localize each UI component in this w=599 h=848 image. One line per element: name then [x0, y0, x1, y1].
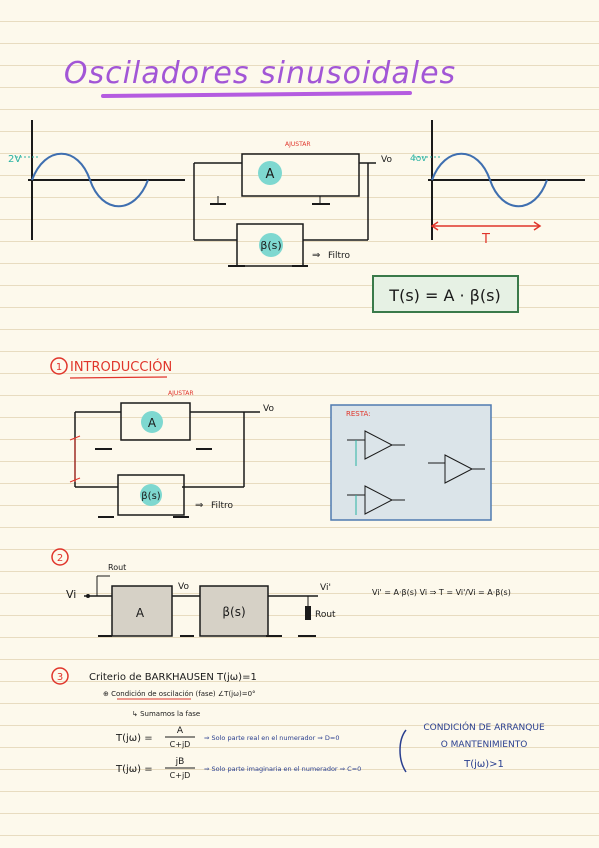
- top-block-beta: [236, 223, 304, 267]
- s2-block-a-label: A: [136, 606, 145, 620]
- s3-sumamos-line: ↳ Sumamos la fase: [132, 710, 200, 718]
- s2-equation: Vi' = A·β(s) Vi ⇒ T = Vi'/Vi = A·β(s): [372, 588, 511, 597]
- section1-heading-text: INTRODUCCIÓN: [70, 359, 172, 375]
- s3-side-line1: CONDICIÓN DE ARRANQUE: [423, 721, 545, 733]
- s2-block-a: [111, 585, 173, 637]
- period-label: T: [481, 232, 490, 247]
- left-wave-label: 2V: [8, 154, 21, 165]
- s1-block-a-label: A: [148, 416, 157, 430]
- section2: 2 Vi Rout A Vo β(s) Vi' Rout Vi' = A·β(s…: [51, 548, 511, 637]
- s2-vo-prime-label: Vi': [320, 583, 331, 593]
- right-sine-plot: 4ov T: [410, 120, 585, 247]
- top-filtro-arrow: ⇒: [312, 250, 320, 261]
- s1-filtro-arrow: ⇒: [195, 500, 203, 511]
- s3-eq2-lhs: T(jω) =: [115, 764, 153, 775]
- transfer-formula-box: T(s) = A · β(s): [372, 275, 519, 313]
- section1-number: 1: [56, 362, 62, 373]
- s3-barkhausen-line: Criterio de BARKHAUSEN T(jω)=1: [89, 672, 257, 683]
- opamp-icon: [364, 430, 394, 460]
- s3-eq1-note: ⇒ Solo parte real en el numerador ⇒ D=0: [204, 734, 339, 742]
- top-block-beta-label: β(s): [260, 239, 281, 252]
- s3-side-line2: O MANTENIMIENTO: [441, 740, 528, 750]
- top-feedback-diagram: A AJUSTAR Vo β(s) ⇒ Filtro: [193, 141, 392, 267]
- left-sine-plot: 2V: [8, 120, 185, 240]
- s2-rout-label: Rout: [108, 563, 126, 572]
- s3-eq1-lhs: T(jω) =: [115, 733, 153, 744]
- top-output-label: Vo: [381, 155, 392, 165]
- s3-fase-line: ⊕ Condición de oscilación (fase) ∠T(jω)=…: [103, 690, 256, 698]
- s2-vi-label: Vi: [66, 588, 76, 601]
- opamp-note-box: RESTA:: [330, 404, 492, 521]
- opamp-icon: [364, 485, 394, 515]
- top-block-a: [241, 153, 360, 197]
- page-title: Osciladores sinusoidales: [64, 56, 456, 91]
- section3: 3 Criterio de BARKHAUSEN T(jω)=1 ⊕ Condi…: [51, 667, 545, 780]
- s1-output-label: Vo: [263, 404, 274, 414]
- s3-side-line3: T(jω)>1: [463, 759, 504, 770]
- s2-rout-right-label: Rout: [315, 610, 336, 620]
- top-filtro-label: Filtro: [328, 251, 351, 261]
- s1-filtro-label: Filtro: [211, 501, 234, 511]
- top-ajustar-label: AJUSTAR: [285, 141, 311, 148]
- note-title: RESTA:: [346, 410, 371, 418]
- right-wave-label: 4ov: [410, 154, 427, 164]
- s2-vo-label: Vo: [178, 582, 189, 592]
- s2-block-beta-label: β(s): [222, 605, 245, 619]
- title-underline: [101, 91, 412, 98]
- transfer-formula: T(s) = A · β(s): [388, 286, 500, 305]
- s1-ajustar-label: AJUSTAR: [168, 390, 194, 397]
- section1-heading: 1 INTRODUCCIÓN: [50, 357, 172, 379]
- s2-block-beta: [199, 585, 269, 637]
- section1-diagram: A AJUSTAR Vo β(s) ⇒ Filtro: [69, 390, 274, 518]
- opamp-icon: [444, 454, 474, 484]
- s3-eq2-note: ⇒ Solo parte imaginaria en el numerador …: [204, 765, 361, 773]
- s1-block-beta-label: β(s): [141, 491, 160, 502]
- section2-number: 2: [57, 553, 63, 564]
- s3-eq1-den: C+jD: [170, 740, 191, 749]
- top-block-a-label: A: [266, 167, 275, 182]
- s3-eq2-den: C+jD: [170, 771, 191, 780]
- s3-eq2-num: jB: [175, 757, 185, 767]
- section3-number: 3: [57, 672, 63, 683]
- s3-eq1-num: A: [177, 726, 184, 736]
